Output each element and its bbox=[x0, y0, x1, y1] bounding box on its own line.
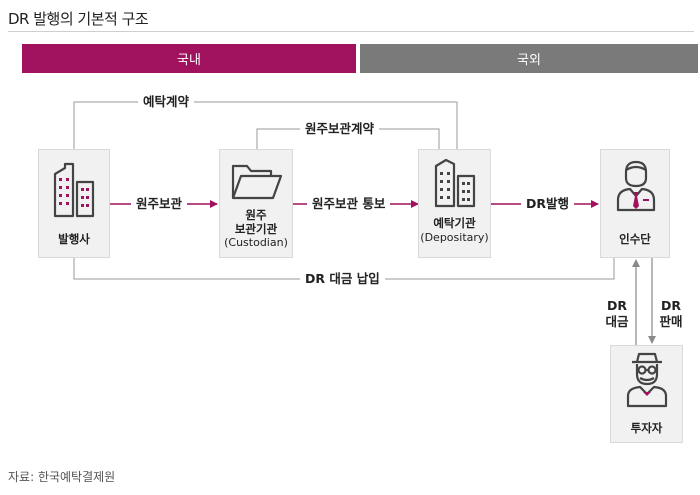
title-divider bbox=[8, 31, 694, 32]
issuer-box: 발행사 bbox=[38, 149, 110, 258]
custodian-label-line1: 원주 bbox=[245, 208, 267, 222]
deposit-contract-line bbox=[73, 101, 458, 149]
investor-box: 투자자 bbox=[610, 345, 683, 443]
custody-contract-label: 원주보관계약 bbox=[300, 121, 380, 137]
share-custody-label: 원주보관 bbox=[131, 196, 188, 212]
depositary-box: 예탁기관 (Depositary) bbox=[418, 149, 491, 258]
deposit-contract-label: 예탁계약 bbox=[138, 94, 195, 110]
building-icon bbox=[434, 158, 476, 208]
source-note: 자료: 한국예탁결제원 bbox=[8, 470, 116, 484]
underwriter-label: 인수단 bbox=[619, 232, 651, 246]
building-icon bbox=[53, 162, 95, 218]
investor-label: 투자자 bbox=[630, 421, 663, 435]
custodian-box: 원주 보관기관 (Custodian) bbox=[219, 149, 293, 258]
custodian-label-line2: 보관기관 bbox=[234, 222, 278, 236]
region-domestic-band: 국내 bbox=[22, 44, 356, 73]
dr-payment-v-line2: 대금 bbox=[605, 314, 629, 329]
dr-payment-vertical-label: DR 대금 bbox=[604, 298, 630, 330]
depositary-label-line1: 예탁기관 bbox=[433, 216, 476, 230]
underwriter-box: 인수단 bbox=[600, 149, 670, 258]
page-title: DR 발행의 기본적 구조 bbox=[8, 10, 149, 28]
dr-payment-label: DR 대금 납입 bbox=[300, 271, 385, 287]
region-overseas-band: 국외 bbox=[360, 44, 698, 73]
businessman-icon bbox=[616, 160, 656, 212]
dr-issue-label: DR발행 bbox=[521, 196, 575, 212]
custodian-label-line3: (Custodian) bbox=[224, 236, 288, 249]
dr-sale-vertical-label: DR 판매 bbox=[658, 298, 684, 330]
investor-icon bbox=[626, 352, 668, 408]
dr-payment-v-line1: DR bbox=[606, 298, 627, 313]
dr-sale-v-line2: 판매 bbox=[659, 314, 683, 329]
folder-icon bbox=[231, 164, 283, 200]
issuer-label: 발행사 bbox=[58, 232, 90, 246]
depositary-label-line2: (Depositary) bbox=[420, 231, 489, 244]
dr-sale-v-line1: DR bbox=[660, 298, 681, 313]
custody-notice-label: 원주보관 통보 bbox=[307, 196, 391, 212]
